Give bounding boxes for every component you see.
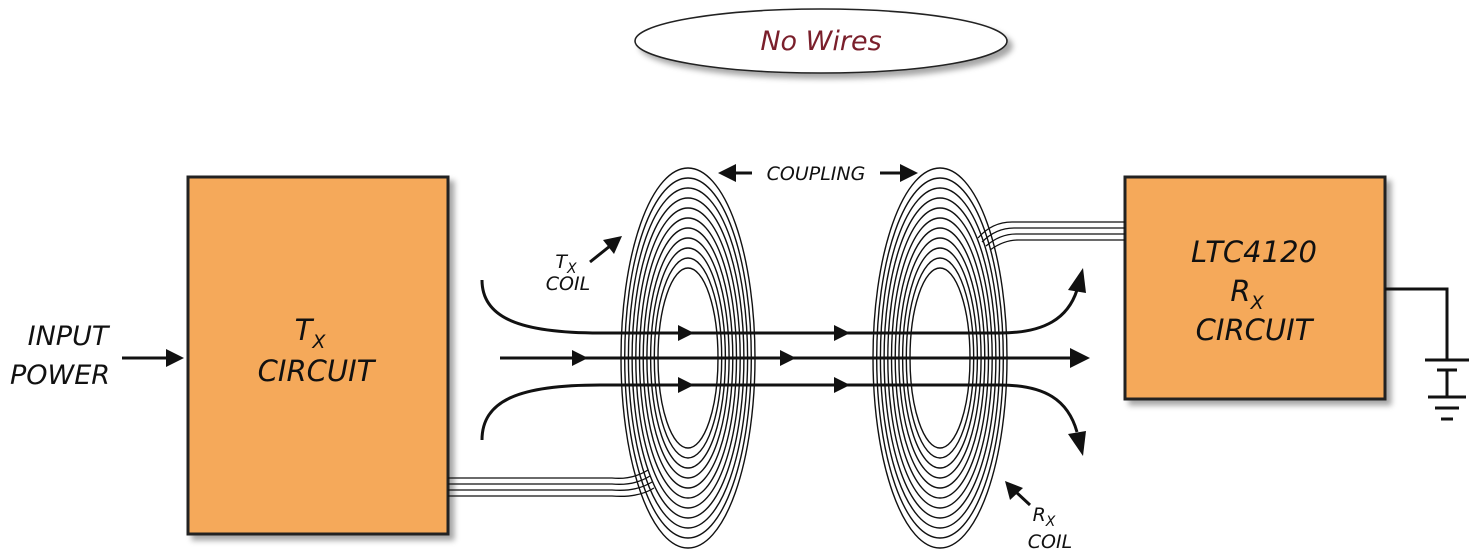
flux-line-upper	[480, 279, 1079, 335]
flux-line-lower	[480, 383, 1079, 441]
input-arrow-icon	[122, 349, 184, 367]
arrow-icon	[678, 377, 694, 393]
tx-coil-label-line1: TX	[555, 251, 577, 277]
tx-coil-label-line2: COIL	[546, 273, 590, 295]
coupling-indicator: COUPLING	[718, 163, 918, 185]
flux-arrowheads	[572, 268, 1090, 456]
arrow-icon	[1068, 431, 1086, 456]
rx-circuit-box: LTC4120 RX CIRCUIT	[1123, 175, 1387, 401]
rx-coil-pointer-arrow-icon	[1005, 481, 1032, 507]
tx-circuit-box: TX CIRCUIT	[186, 175, 450, 536]
title-ellipse	[634, 8, 1008, 74]
title-badge: No Wires	[634, 8, 1008, 74]
tx-coil-pointer-arrow-icon	[589, 236, 622, 264]
arrow-icon	[1070, 348, 1090, 368]
ground-symbol-icon	[1385, 287, 1469, 421]
arrow-icon	[780, 350, 796, 366]
title-text: No Wires	[760, 26, 881, 57]
arrow-icon	[678, 325, 694, 341]
arrow-icon	[1068, 268, 1086, 293]
input-label-line2: POWER	[10, 360, 110, 391]
tx-coil-label: TX COIL	[546, 236, 622, 295]
arrow-right-icon	[900, 164, 918, 182]
arrow-icon	[572, 350, 588, 366]
tx-lead-wires	[448, 469, 655, 497]
arrow-icon	[834, 325, 850, 341]
arrow-icon	[834, 377, 850, 393]
coupling-label: COUPLING	[767, 163, 866, 185]
rx-box-label-line2: RX	[1230, 274, 1264, 314]
rx-lead-wires	[977, 221, 1125, 251]
rx-coil-label: RX COIL	[1005, 481, 1072, 553]
rx-box-label-line1: LTC4120	[1191, 235, 1317, 269]
rx-coil-label-line1: RX	[1033, 504, 1056, 530]
arrow-left-icon	[718, 164, 736, 182]
rx-coil-label-line2: COIL	[1028, 531, 1072, 553]
tx-box-label-line2: CIRCUIT	[258, 354, 377, 388]
rx-box-label-line3: CIRCUIT	[1196, 313, 1315, 347]
input-label-line1: INPUT	[28, 321, 111, 352]
tx-box-label-line1: TX	[295, 313, 327, 353]
input-power: INPUT POWER	[10, 321, 184, 391]
